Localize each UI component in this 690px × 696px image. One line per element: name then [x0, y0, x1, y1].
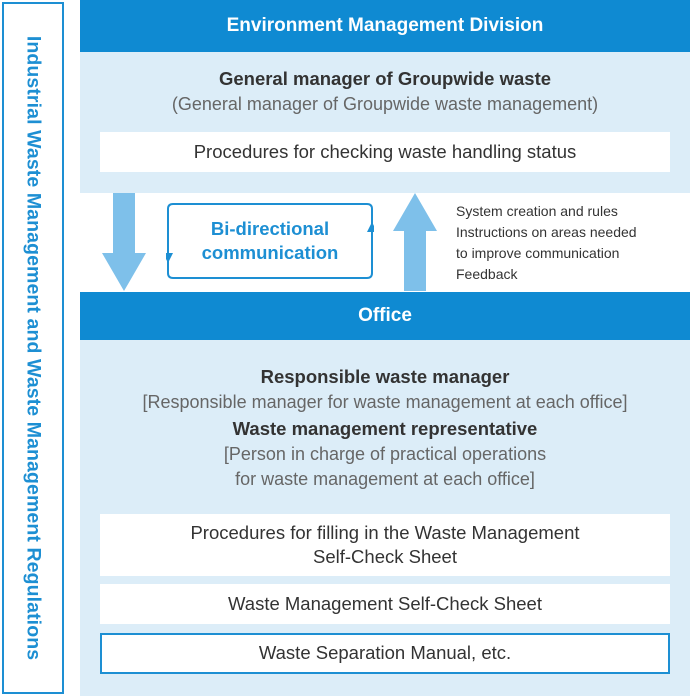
note-item: Feedback: [456, 266, 518, 282]
bidirectional-communication: Bi-directional communication: [166, 203, 374, 279]
note-item: Instructions on areas needed: [456, 224, 637, 240]
separation-manual-box: Waste Separation Manual, etc.: [100, 633, 670, 674]
office-procedure-box: Procedures for filling in the Waste Mana…: [100, 514, 670, 576]
bidi-label-line2: communication: [201, 242, 339, 263]
office-procedure-line2: Self-Check Sheet: [313, 546, 457, 567]
down-arrow-icon: [102, 193, 146, 291]
communication-notes: System creation and rules Instructions o…: [456, 201, 637, 285]
division-procedure-label: Procedures for checking waste handling s…: [193, 140, 577, 162]
side-banner: Industrial Waste Management and Waste Ma…: [2, 2, 64, 694]
representative-desc-line1: [Person in charge of practical operation…: [223, 444, 547, 464]
note-item: to improve communication: [456, 245, 620, 261]
representative-desc-line2: for waste management at each office]: [235, 469, 535, 489]
side-label: Industrial Waste Management and Waste Ma…: [22, 35, 45, 661]
self-check-sheet-label: Waste Management Self-Check Sheet: [228, 592, 542, 614]
division-procedure-box: Procedures for checking waste handling s…: [100, 132, 670, 172]
division-panel: General manager of Groupwide waste (Gene…: [80, 52, 690, 193]
responsible-title: Responsible waste manager: [260, 366, 510, 387]
office-procedure-line1: Procedures for filling in the Waste Mana…: [190, 521, 580, 543]
up-arrow-icon: [393, 193, 437, 291]
gm-subtitle: (General manager of Groupwide waste mana…: [171, 94, 599, 114]
responsible-desc: [Responsible manager for waste managemen…: [142, 392, 628, 412]
separation-manual-label: Waste Separation Manual, etc.: [258, 642, 512, 664]
bidi-label-line1: Bi-directional: [210, 217, 330, 239]
office-header: Office: [80, 292, 690, 340]
cycle-arrow-icon: [166, 203, 374, 279]
office-panel: Responsible waste manager [Responsible m…: [80, 340, 690, 696]
division-header: Environment Management Division: [80, 0, 690, 52]
representative-title: Waste management representative: [232, 418, 538, 439]
gm-title: General manager of Groupwide waste: [218, 68, 552, 89]
self-check-sheet-box: Waste Management Self-Check Sheet: [100, 584, 670, 624]
note-item: System creation and rules: [456, 203, 618, 219]
